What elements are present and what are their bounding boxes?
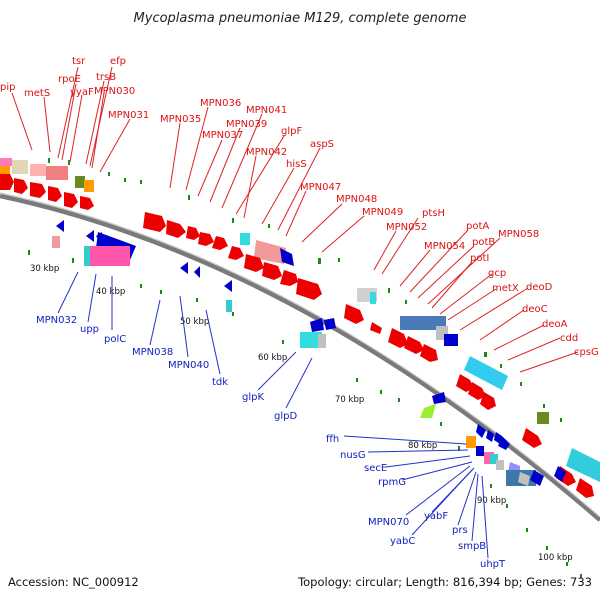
- gene-label: tsr: [72, 56, 86, 67]
- gene-label: MPN038: [132, 347, 173, 358]
- gene-label: efp: [110, 56, 126, 67]
- gene-label: smpB: [458, 541, 486, 552]
- gene-label: aspS: [310, 139, 334, 150]
- gene-label: MPN035: [160, 114, 201, 125]
- gene-label: MPN049: [362, 207, 403, 218]
- gene-label: polC: [104, 334, 126, 345]
- gene-label: MPN070: [368, 517, 409, 528]
- gene-label: MPN041: [246, 105, 287, 116]
- forward-gene-labels: pip metS tsr rpoE yyaF efp trsB MPN030 M…: [0, 56, 599, 358]
- gene-label: rpoE: [58, 74, 81, 85]
- gene-label: yyaF: [70, 87, 94, 98]
- gene-label: MPN058: [498, 229, 539, 240]
- scale-tick-label: 40 kbp: [96, 287, 125, 297]
- gene-label: deoD: [526, 282, 553, 293]
- gene-label: MPN031: [108, 110, 149, 121]
- gene-label: glpF: [281, 126, 302, 137]
- gene-label: glpD: [274, 411, 297, 422]
- accession-label: Accession: NC_000912: [8, 575, 139, 589]
- genome-backbone: [0, 193, 600, 522]
- gene-label: MPN040: [168, 360, 209, 371]
- backbone-highlight: [0, 192, 600, 518]
- gene-label: nusG: [340, 450, 366, 461]
- reverse-strand-genes: [52, 220, 566, 486]
- gene-label: MPN030: [94, 86, 135, 97]
- forward-callout-lines: [11, 66, 579, 373]
- gene-label: MPN036: [200, 98, 241, 109]
- gene-label: potB: [472, 237, 495, 248]
- gene-label: potA: [466, 221, 489, 232]
- gene-label: uhpT: [480, 559, 506, 570]
- forward-strand-genes: [0, 158, 600, 498]
- gene-label: trsB: [96, 72, 116, 83]
- gene-label: pip: [0, 82, 15, 93]
- gene-label: deoA: [542, 319, 568, 330]
- gene-label: ffh: [326, 434, 339, 445]
- genome-summary: Topology: circular; Length: 816,394 bp; …: [297, 575, 592, 589]
- gene-label: yabC: [390, 536, 415, 547]
- gene-label: yabF: [424, 511, 448, 522]
- gene-label: potI: [470, 253, 489, 264]
- scale-tick-label: 100 kbp: [538, 553, 573, 563]
- gene-label: deoC: [522, 304, 548, 315]
- gene-label: MPN054: [424, 241, 465, 252]
- gene-label: cdd: [560, 333, 578, 344]
- gene-label: tdk: [212, 377, 228, 388]
- scale-tick-label: 50 kbp: [180, 317, 209, 327]
- scale-tick-label: 90 kbp: [477, 496, 506, 506]
- gene-label: hisS: [286, 159, 307, 170]
- map-title: Mycoplasma pneumoniae M129, complete gen…: [134, 11, 467, 26]
- gene-label: MPN047: [300, 182, 341, 193]
- gene-label: secE: [364, 463, 387, 474]
- gene-label: MPN032: [36, 315, 77, 326]
- gene-label: glpK: [242, 392, 264, 403]
- gene-label: prs: [452, 525, 468, 536]
- gene-label: MPN037: [202, 130, 243, 141]
- gene-label: metX: [492, 283, 519, 294]
- gene-label: rpmG: [378, 477, 406, 488]
- gene-label: cpsG: [574, 347, 599, 358]
- gene-label: MPN042: [246, 147, 287, 158]
- inner-tick-track: [28, 250, 582, 578]
- gene-label: MPN052: [386, 222, 427, 233]
- gene-label: MPN039: [226, 119, 267, 130]
- scale-tick-label: 30 kbp: [30, 264, 59, 274]
- gene-label: gcp: [488, 268, 506, 279]
- gene-label: MPN048: [336, 194, 377, 205]
- gene-label: metS: [24, 88, 50, 99]
- scale-tick-label: 60 kbp: [258, 353, 287, 363]
- gene-label: ptsH: [422, 208, 445, 219]
- scale-tick-label: 80 kbp: [408, 441, 437, 451]
- gene-label: upp: [80, 324, 99, 335]
- reverse-callout-lines: [57, 271, 489, 559]
- reverse-gene-labels: MPN032 upp polC MPN038 MPN040 tdk glpK g…: [36, 315, 506, 570]
- scale-tick-label: 70 kbp: [335, 395, 364, 405]
